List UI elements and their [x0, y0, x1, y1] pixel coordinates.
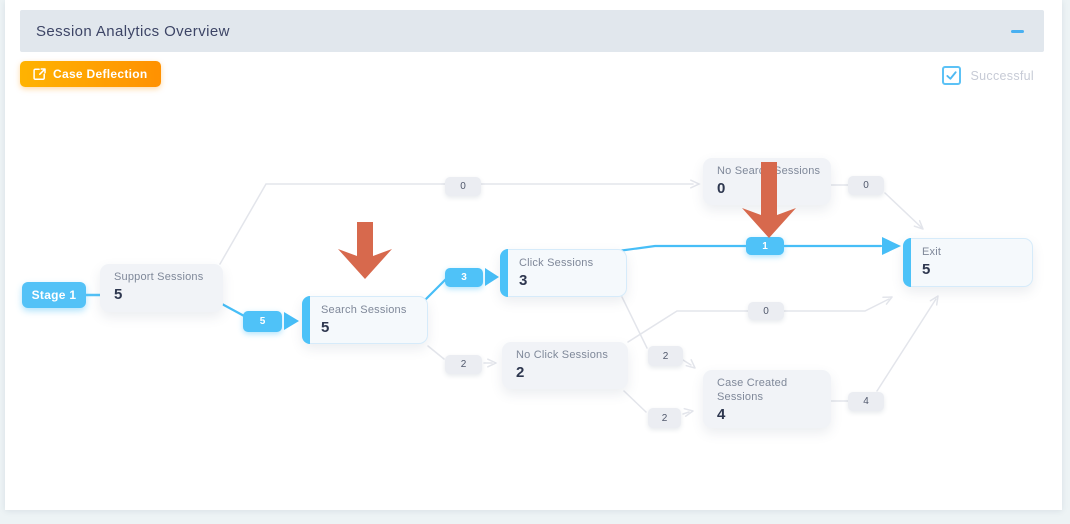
case-deflection-label: Case Deflection — [53, 67, 148, 81]
node-click-sessions[interactable]: Click Sessions 3 — [500, 249, 627, 297]
node-title: Exit — [922, 246, 942, 258]
panel-header: Session Analytics Overview — [20, 10, 1044, 52]
edge-label-noclick-exit: 0 — [748, 302, 784, 320]
node-title: Search Sessions — [321, 304, 407, 316]
stage-1-chip: Stage 1 — [22, 282, 86, 308]
node-value: 2 — [516, 363, 525, 381]
edge-label-nosearch-exit: 0 — [848, 176, 884, 195]
session-flow-diagram: Stage 1 Support Sessions 5 Search Sessio… — [5, 0, 1062, 510]
node-no-search-sessions[interactable]: No Search Sessions 0 — [703, 158, 831, 205]
edge-label-search-click: 3 — [445, 268, 483, 287]
node-title: Click Sessions — [519, 257, 594, 269]
node-title: No Search Sessions — [717, 165, 821, 177]
node-title: Case Created Sessions — [717, 377, 788, 403]
edge-label-noclick-casecreated: 2 — [648, 408, 681, 428]
red-down-arrow-search-sessions — [338, 222, 392, 279]
page-title: Session Analytics Overview — [36, 22, 230, 40]
successful-checkbox-group[interactable]: Successful — [941, 66, 1034, 85]
node-title: No Click Sessions — [516, 349, 609, 361]
node-title: Support Sessions — [114, 271, 204, 283]
case-deflection-button[interactable]: Case Deflection — [20, 61, 161, 87]
edge-casecreated-to-exit — [827, 295, 939, 402]
edge-label-search-noclick: 2 — [445, 355, 482, 374]
node-support-sessions[interactable]: Support Sessions 5 — [100, 264, 223, 312]
node-value: 5 — [114, 285, 123, 303]
edge-label-casecreated-exit: 4 — [848, 392, 884, 411]
edge-label-click-casecreated: 2 — [648, 346, 683, 366]
node-value: 4 — [717, 405, 726, 423]
collapse-button[interactable] — [1008, 23, 1026, 39]
node-case-created-sessions[interactable]: Case Created Sessions 4 — [703, 370, 831, 428]
edge-label-support-nosearch: 0 — [445, 177, 481, 196]
successful-checkbox[interactable] — [941, 66, 961, 85]
node-value: 5 — [922, 260, 931, 278]
session-analytics-panel: Session Analytics Overview Case Deflecti… — [5, 0, 1062, 510]
edge-label-support-search: 5 — [243, 311, 282, 332]
successful-label: Successful — [970, 68, 1034, 83]
node-exit[interactable]: Exit 5 — [903, 238, 1033, 287]
node-value: 0 — [717, 179, 726, 197]
node-value: 3 — [519, 271, 528, 289]
minus-icon — [1010, 29, 1024, 33]
external-link-icon — [33, 67, 46, 80]
node-search-sessions[interactable]: Search Sessions 5 — [302, 296, 428, 344]
node-value: 5 — [321, 318, 330, 336]
node-no-click-sessions[interactable]: No Click Sessions 2 — [502, 342, 628, 389]
edge-label-click-exit: 1 — [746, 237, 784, 255]
check-icon — [945, 71, 957, 80]
